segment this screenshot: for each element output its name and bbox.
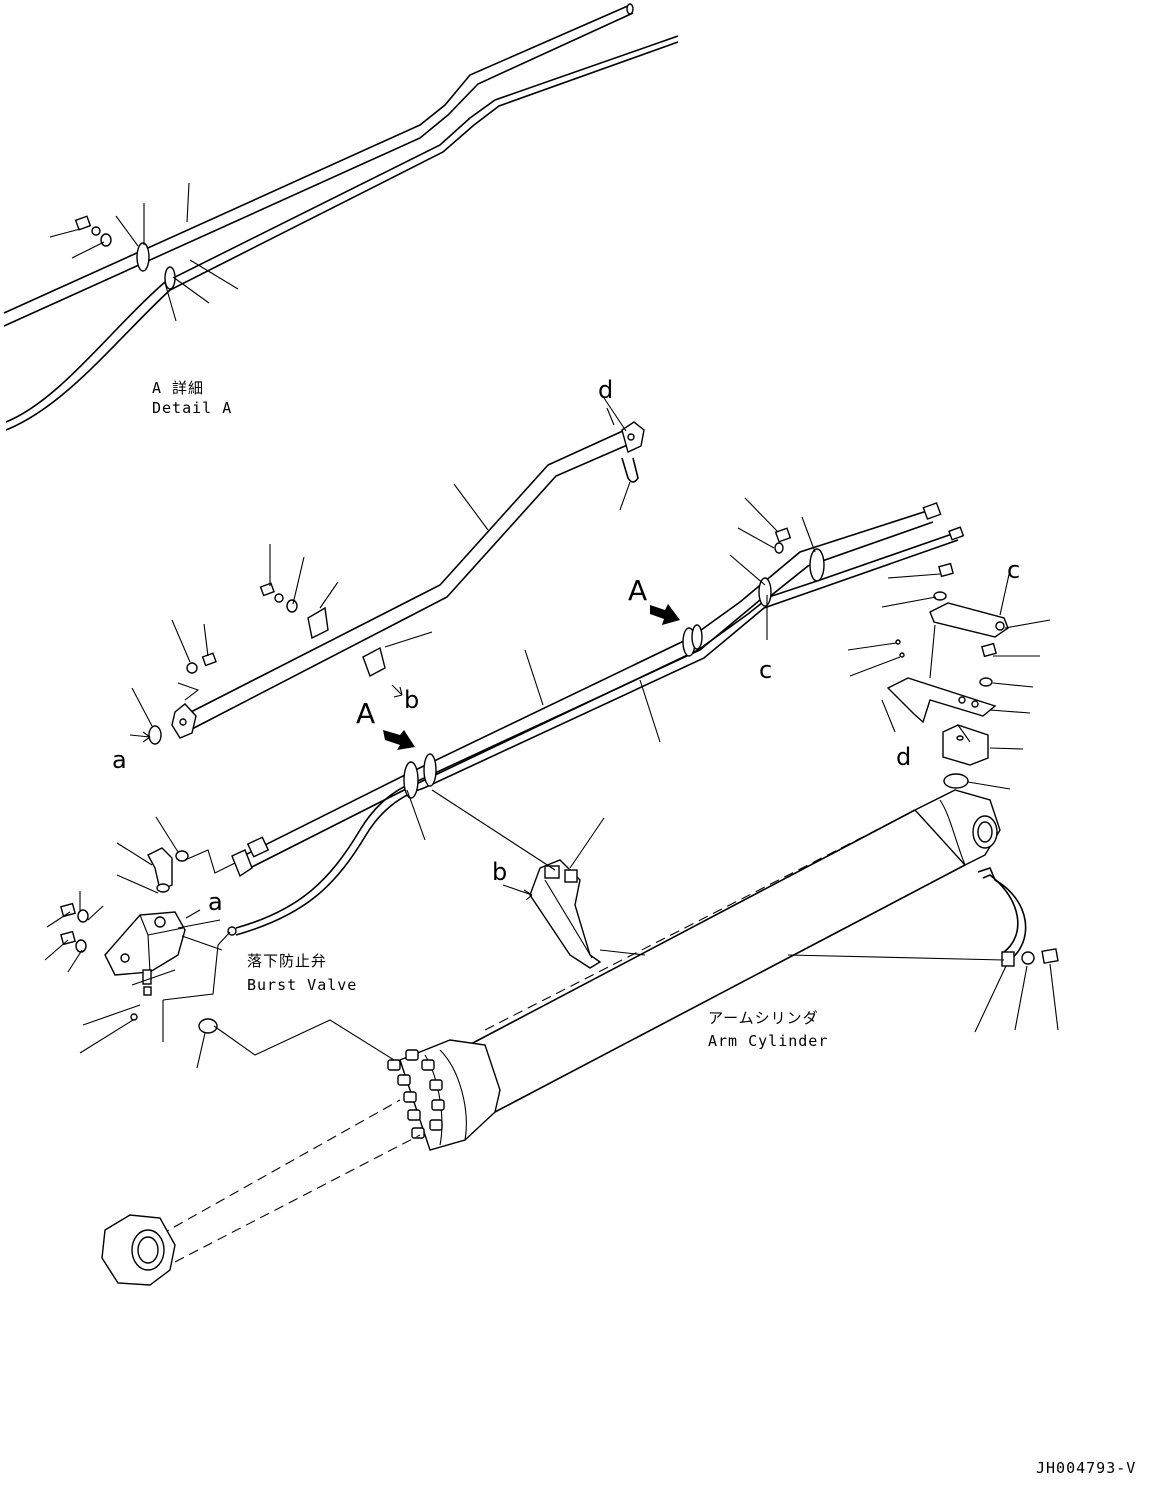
reference-letters: d b a c c d b a	[112, 376, 1020, 919]
drawing-number: JH004793-V	[1036, 1459, 1136, 1477]
burst-valve-assembly: 落下防止弁 Burst Valve	[44, 816, 411, 1071]
hoses	[227, 497, 965, 936]
detail-a-view: A 詳細 Detail A	[3, 3, 679, 431]
view-marker-a-right: A	[628, 574, 647, 607]
burst-valve-label-jp: 落下防止弁	[247, 952, 327, 970]
flange-bolts	[387, 1049, 445, 1139]
ref-b-clamp: b	[492, 858, 507, 886]
view-arrow-icon	[650, 604, 680, 625]
arm-cylinder: アームシリンダ Arm Cylinder	[101, 789, 1001, 1286]
detail-a-title-en: Detail A	[152, 399, 232, 417]
burst-valve-label-en: Burst Valve	[247, 976, 357, 994]
upper-pipe	[131, 397, 645, 745]
ref-c-right: c	[1007, 556, 1020, 584]
view-arrow-icon	[383, 730, 415, 750]
ref-a-valve: a	[208, 888, 223, 916]
detail-a-title-jp: A 詳細	[152, 379, 204, 397]
view-marker-a-left: A	[356, 697, 375, 730]
strap-clamp	[787, 867, 1059, 1033]
ref-d-top: d	[598, 376, 613, 404]
ref-a-left: a	[112, 746, 127, 774]
arm-cylinder-label-jp: アームシリンダ	[708, 1009, 819, 1027]
view-markers: A A	[356, 574, 680, 750]
ref-d-right: d	[896, 743, 911, 771]
bracket-assembly	[847, 562, 1051, 790]
ref-c-mid: c	[759, 656, 772, 684]
ref-b-upper: b	[404, 686, 419, 714]
arm-cylinder-label-en: Arm Cylinder	[708, 1032, 828, 1050]
cylinder-clamp	[431, 789, 646, 969]
